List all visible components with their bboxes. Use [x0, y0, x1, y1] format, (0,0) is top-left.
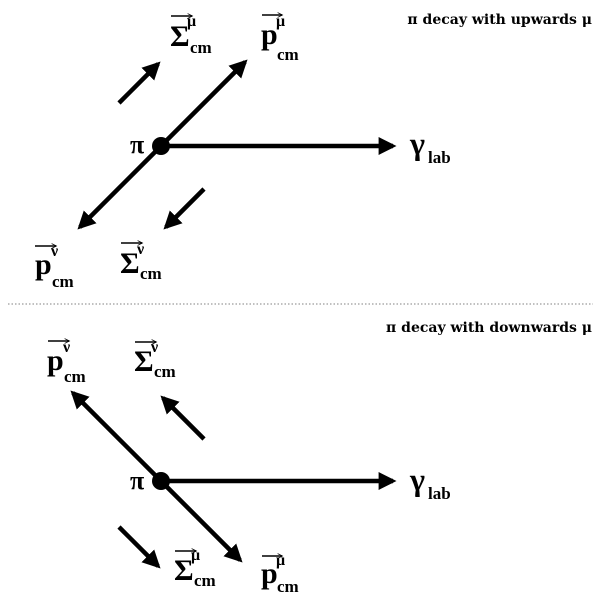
photon-symbol: γ — [409, 125, 425, 161]
muon-spin-symbol: Σ — [170, 20, 190, 53]
photon-label: γ lab — [409, 125, 451, 167]
neutrino-momentum-superscript: ν — [50, 243, 58, 260]
muon-spin-superscript: μ — [187, 13, 196, 30]
pion-vertex — [152, 472, 170, 490]
neutrino-momentum-symbol: p — [47, 344, 64, 377]
photon-label: γ lab — [409, 461, 451, 503]
pion-vertex — [152, 137, 170, 155]
neutrino-momentum-subscript: cm — [64, 367, 86, 386]
photon-subscript: lab — [428, 148, 451, 167]
muon-spin-label: Σ μ cm — [174, 547, 216, 590]
neutrino-spin-arrow — [160, 395, 206, 441]
panel-title: π decay with downwards μ — [386, 320, 592, 336]
muon-momentum-superscript: μ — [276, 552, 285, 569]
neutrino-spin-subscript: cm — [140, 264, 162, 283]
neutrino-momentum-label: p ν cm — [35, 243, 74, 291]
neutrino-spin-label: Σ ν cm — [134, 339, 176, 381]
muon-spin-arrow — [117, 525, 161, 569]
muon-spin-symbol: Σ — [174, 554, 194, 587]
neutrino-spin-subscript: cm — [154, 362, 176, 381]
pion-label: π — [130, 466, 144, 495]
neutrino-spin-symbol: Σ — [134, 345, 154, 378]
muon-spin-superscript: μ — [191, 547, 200, 564]
pion-label: π — [130, 130, 144, 159]
muon-spin-subscript: cm — [190, 38, 212, 57]
neutrino-momentum-subscript: cm — [52, 272, 74, 291]
panel-title: π decay with upwards μ — [407, 12, 592, 28]
photon-symbol: γ — [409, 461, 425, 497]
neutrino-momentum-superscript: ν — [62, 339, 70, 356]
muon-momentum-superscript: μ — [276, 13, 285, 30]
neutrino-momentum-arrow — [77, 144, 163, 230]
photon-subscript: lab — [428, 484, 451, 503]
neutrino-momentum-arrow — [70, 390, 163, 483]
muon-momentum-symbol: p — [261, 557, 278, 590]
muon-momentum-subscript: cm — [277, 45, 299, 64]
muon-momentum-label: p μ cm — [261, 13, 299, 64]
muon-momentum-symbol: p — [261, 18, 278, 51]
neutrino-momentum-label: p ν cm — [47, 339, 86, 386]
neutrino-spin-symbol: Σ — [120, 247, 140, 280]
neutrino-spin-arrow — [163, 187, 206, 230]
panel-downwards-muon: π decay with downwards μ π γ lab p ν cm — [47, 320, 592, 594]
neutrino-spin-superscript: ν — [150, 339, 158, 356]
neutrino-spin-superscript: ν — [136, 241, 144, 258]
neutrino-momentum-symbol: p — [35, 248, 52, 281]
muon-spin-label: Σ μ cm — [170, 13, 212, 57]
muon-momentum-subscript: cm — [277, 577, 299, 594]
panel-upwards-muon: π decay with upwards μ π γ lab p μ cm — [35, 12, 592, 291]
muon-momentum-label: p μ cm — [261, 552, 299, 594]
neutrino-spin-label: Σ ν cm — [120, 241, 162, 283]
muon-momentum-arrow — [159, 479, 243, 563]
muon-spin-arrow — [117, 61, 161, 105]
muon-momentum-arrow — [159, 59, 248, 148]
muon-spin-subscript: cm — [194, 571, 216, 590]
